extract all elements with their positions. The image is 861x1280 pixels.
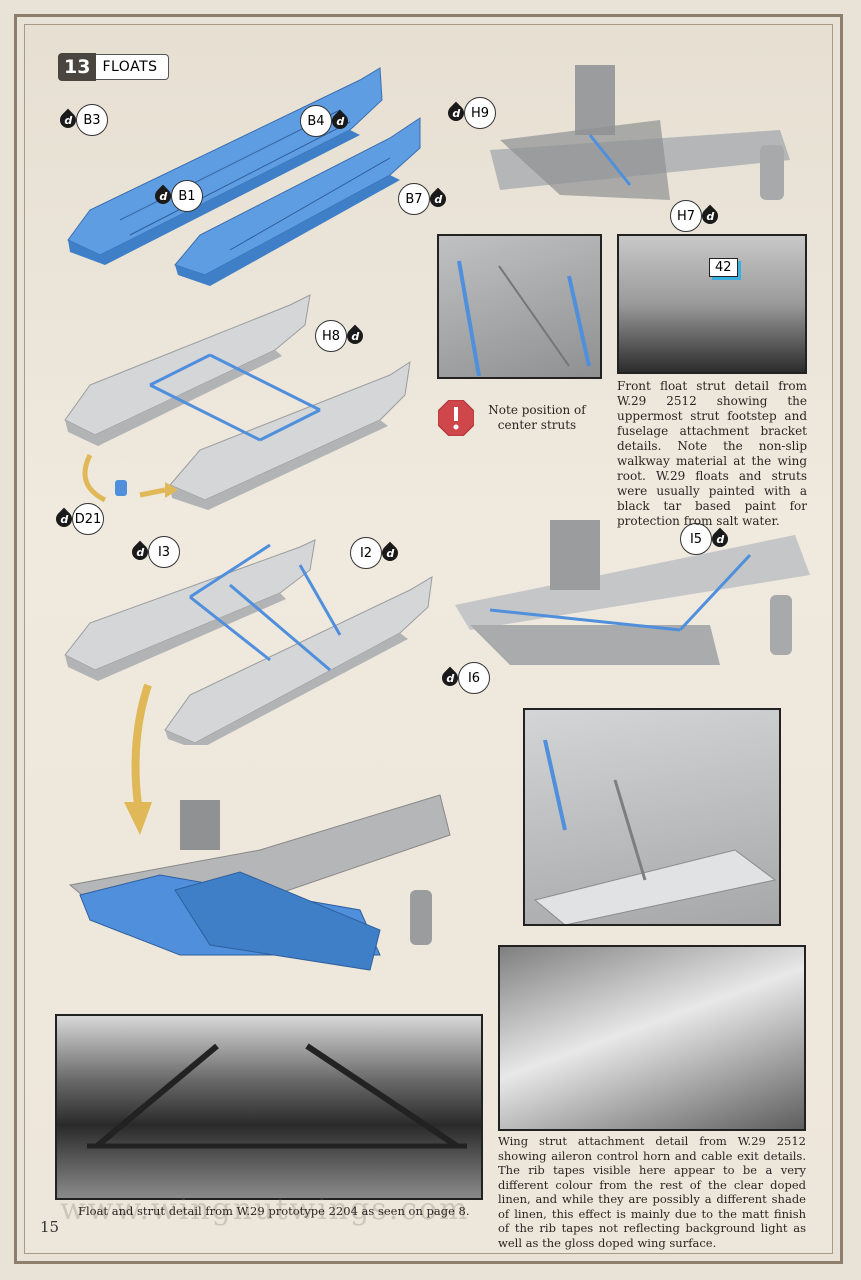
callout-i2: I2 d: [350, 537, 402, 569]
callout-d21: d D21: [52, 503, 104, 535]
zoom-detail-rear-strut: [523, 708, 781, 926]
callout-i2-label: I2: [350, 537, 382, 569]
note-line-2: center struts: [497, 418, 577, 432]
decal-drop-icon: d: [343, 324, 367, 348]
callout-b3: d B3: [56, 104, 108, 136]
callout-d21-label: D21: [72, 503, 104, 535]
float-assembly-illustration: [64, 294, 411, 510]
decal-drop-icon: d: [128, 540, 152, 564]
note-text: Note position of center struts: [482, 403, 592, 433]
decal-number-badge: 42: [709, 258, 738, 277]
caption-float-prototype: Float and strut detail from W.29 prototy…: [78, 1204, 470, 1218]
decal-drop-icon: d: [426, 187, 450, 211]
float-strut-illustration: [64, 539, 433, 745]
callout-b7: B7 d: [398, 183, 450, 215]
callout-b1-label: B1: [171, 180, 203, 212]
callout-h8: H8 d: [315, 320, 367, 352]
photo-wing-strut: [498, 945, 806, 1131]
callout-b4-label: B4: [300, 105, 332, 137]
callout-h7: H7 d: [670, 200, 722, 232]
section-title: FLOATS: [96, 54, 169, 80]
decal-drop-icon: d: [438, 666, 462, 690]
float-parts-illustration: [67, 67, 421, 286]
caption-front-float-strut: Front float strut detail from W.29 2512 …: [617, 379, 807, 528]
callout-i6: d I6: [438, 662, 490, 694]
section-header: 13 FLOATS: [58, 53, 169, 81]
aircraft-struts-illustration: [490, 65, 790, 200]
assembly-arrow: [82, 453, 178, 503]
callout-b7-label: B7: [398, 183, 430, 215]
down-arrow: [124, 683, 152, 835]
caption-wing-strut: Wing strut attachment detail from W.29 2…: [498, 1134, 806, 1250]
decal-drop-icon: d: [698, 204, 722, 228]
watermark-text: www.wingnutwings.com: [60, 1192, 470, 1227]
page-number: 15: [40, 1218, 60, 1236]
photo-float-prototype: [55, 1014, 483, 1200]
decal-drop-icon: d: [56, 108, 80, 132]
decal-drop-icon: d: [151, 184, 175, 208]
callout-i6-label: I6: [458, 662, 490, 694]
decal-drop-icon: d: [444, 101, 468, 125]
zoom-detail-front-strut: [437, 234, 602, 379]
callout-b4: B4 d: [300, 105, 352, 137]
note-line-1: Note position of: [488, 403, 586, 417]
page-border-outer: [14, 14, 843, 1264]
callout-b1: d B1: [151, 180, 203, 212]
decal-drop-icon: d: [328, 109, 352, 133]
callout-h7-label: H7: [670, 200, 702, 232]
callout-b3-label: B3: [76, 104, 108, 136]
warning-octagon-icon: [438, 400, 474, 436]
callout-h9: d H9: [444, 97, 496, 129]
callout-h9-label: H9: [464, 97, 496, 129]
callout-i3-label: I3: [148, 536, 180, 568]
aircraft-blue-floats-illustration: [68, 794, 451, 971]
section-number: 13: [58, 53, 97, 81]
decal-drop-icon: d: [708, 527, 732, 551]
decal-drop-icon: d: [378, 541, 402, 565]
aircraft-rear-struts-illustration: [455, 520, 810, 665]
callout-h8-label: H8: [315, 320, 347, 352]
photo-front-float-strut: 42: [617, 234, 807, 374]
decal-drop-icon: d: [52, 507, 76, 531]
callout-i5: I5 d: [680, 523, 732, 555]
callout-i3: d I3: [128, 536, 180, 568]
